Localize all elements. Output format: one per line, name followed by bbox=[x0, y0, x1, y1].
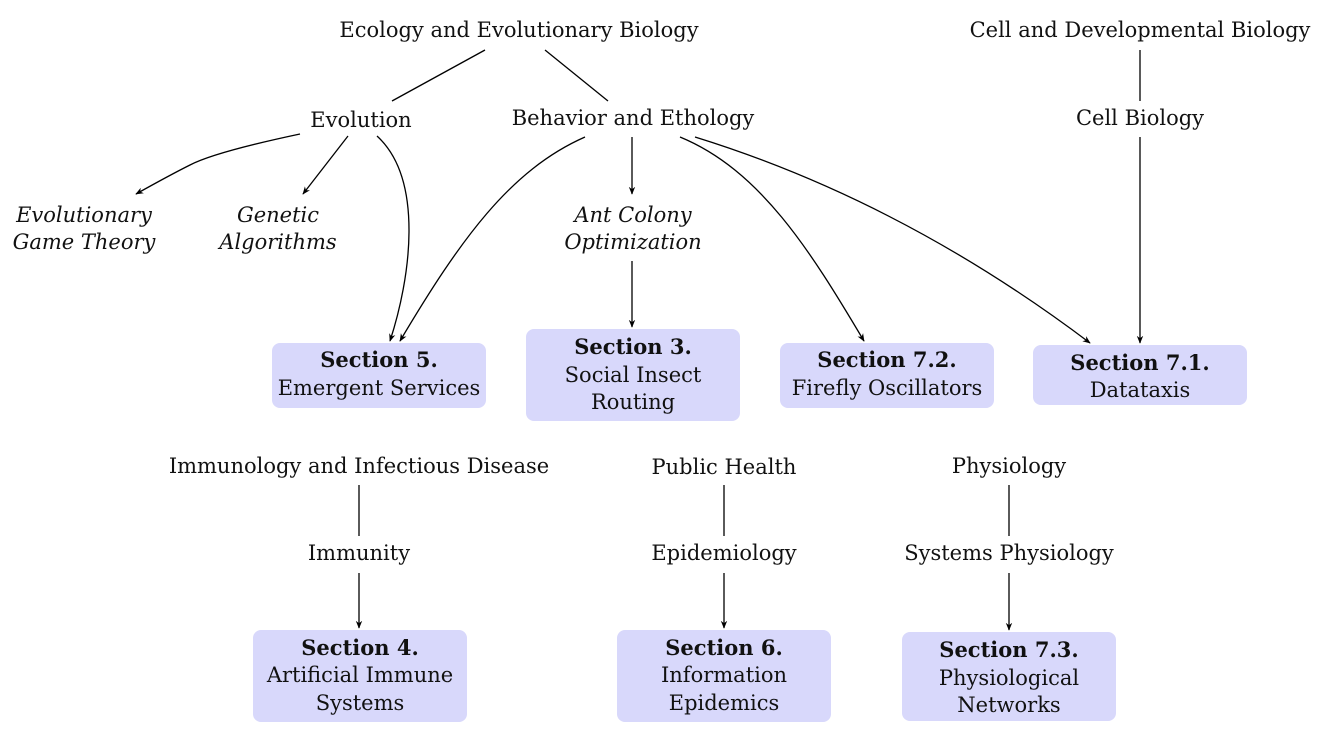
section-4-line1: Artificial Immune bbox=[266, 663, 453, 687]
section-7-1-line1: Datataxis bbox=[1090, 378, 1191, 402]
subfield-immunity: Immunity bbox=[308, 541, 410, 565]
section-6-line1: Information bbox=[661, 663, 787, 687]
subfield-evolution: Evolution bbox=[310, 108, 411, 132]
section-7-3-line2: Networks bbox=[957, 693, 1060, 717]
field-physiology: Physiology bbox=[952, 454, 1066, 478]
field-labels: Ecology and Evolutionary Biology Cell an… bbox=[169, 18, 1311, 479]
subfield-cell-biology: Cell Biology bbox=[1076, 106, 1204, 130]
arrow-evolution-egt bbox=[135, 133, 301, 195]
subfield-labels: Evolution Behavior and Ethology Cell Bio… bbox=[308, 106, 1204, 565]
topic-labels: Evolutionary Game Theory Genetic Algorit… bbox=[13, 203, 702, 254]
section-7-1-box bbox=[1033, 345, 1247, 405]
field-ecology-evolutionary-biology: Ecology and Evolutionary Biology bbox=[339, 18, 698, 42]
section-7-2-box bbox=[780, 343, 994, 408]
section-3-line1: Social Insect bbox=[565, 363, 702, 387]
topic-ant-colony-optimization-line1: Ant Colony bbox=[572, 203, 692, 227]
subfield-systems-physiology: Systems Physiology bbox=[904, 541, 1114, 565]
topic-evolutionary-game-theory-line1: Evolutionary bbox=[15, 203, 153, 227]
field-cell-developmental-biology: Cell and Developmental Biology bbox=[970, 18, 1311, 42]
arrow-evolution-section5 bbox=[376, 135, 410, 342]
subfield-behavior-ethology: Behavior and Ethology bbox=[512, 106, 755, 130]
section-7-1-title: Section 7.1. bbox=[1070, 350, 1209, 375]
edge-ecology-behavior bbox=[544, 49, 609, 102]
subfield-epidemiology: Epidemiology bbox=[651, 541, 796, 565]
section-4-title: Section 4. bbox=[301, 635, 419, 660]
section-boxes bbox=[253, 329, 1247, 722]
topic-genetic-algorithms-line2: Algorithms bbox=[217, 230, 337, 254]
section-7-2-line1: Firefly Oscillators bbox=[792, 376, 983, 400]
section-3-box bbox=[526, 329, 740, 421]
arrow-behavior-section71 bbox=[694, 136, 1091, 344]
section-3-title: Section 3. bbox=[574, 334, 692, 359]
section-7-3-title: Section 7.3. bbox=[939, 637, 1078, 662]
arrow-behavior-section72 bbox=[679, 136, 865, 342]
section-4-line2: Systems bbox=[316, 691, 405, 715]
section-5-line1: Emergent Services bbox=[278, 376, 481, 400]
section-texts: Section 5. Emergent Services Section 3. … bbox=[266, 334, 1210, 717]
section-5-title: Section 5. bbox=[320, 347, 438, 372]
edges bbox=[135, 49, 1144, 631]
section-5-box bbox=[272, 343, 486, 408]
topic-evolutionary-game-theory-line2: Game Theory bbox=[13, 230, 157, 254]
edge-ecology-evolution bbox=[391, 49, 486, 102]
section-6-title: Section 6. bbox=[665, 635, 783, 660]
section-3-line2: Routing bbox=[591, 390, 675, 414]
field-immunology-infectious-disease: Immunology and Infectious Disease bbox=[169, 454, 549, 478]
section-7-3-line1: Physiological bbox=[939, 666, 1079, 690]
section-4-box bbox=[253, 630, 467, 722]
section-6-box bbox=[617, 630, 831, 722]
arrow-evolution-genetic-algorithms bbox=[302, 135, 349, 195]
section-6-line2: Epidemics bbox=[669, 691, 780, 715]
section-7-2-title: Section 7.2. bbox=[817, 347, 956, 372]
topic-ant-colony-optimization-line2: Optimization bbox=[564, 230, 701, 254]
field-public-health: Public Health bbox=[652, 455, 797, 479]
arrow-behavior-section5 bbox=[399, 136, 586, 342]
section-7-3-box bbox=[902, 632, 1116, 721]
topic-genetic-algorithms-line1: Genetic bbox=[237, 203, 319, 227]
